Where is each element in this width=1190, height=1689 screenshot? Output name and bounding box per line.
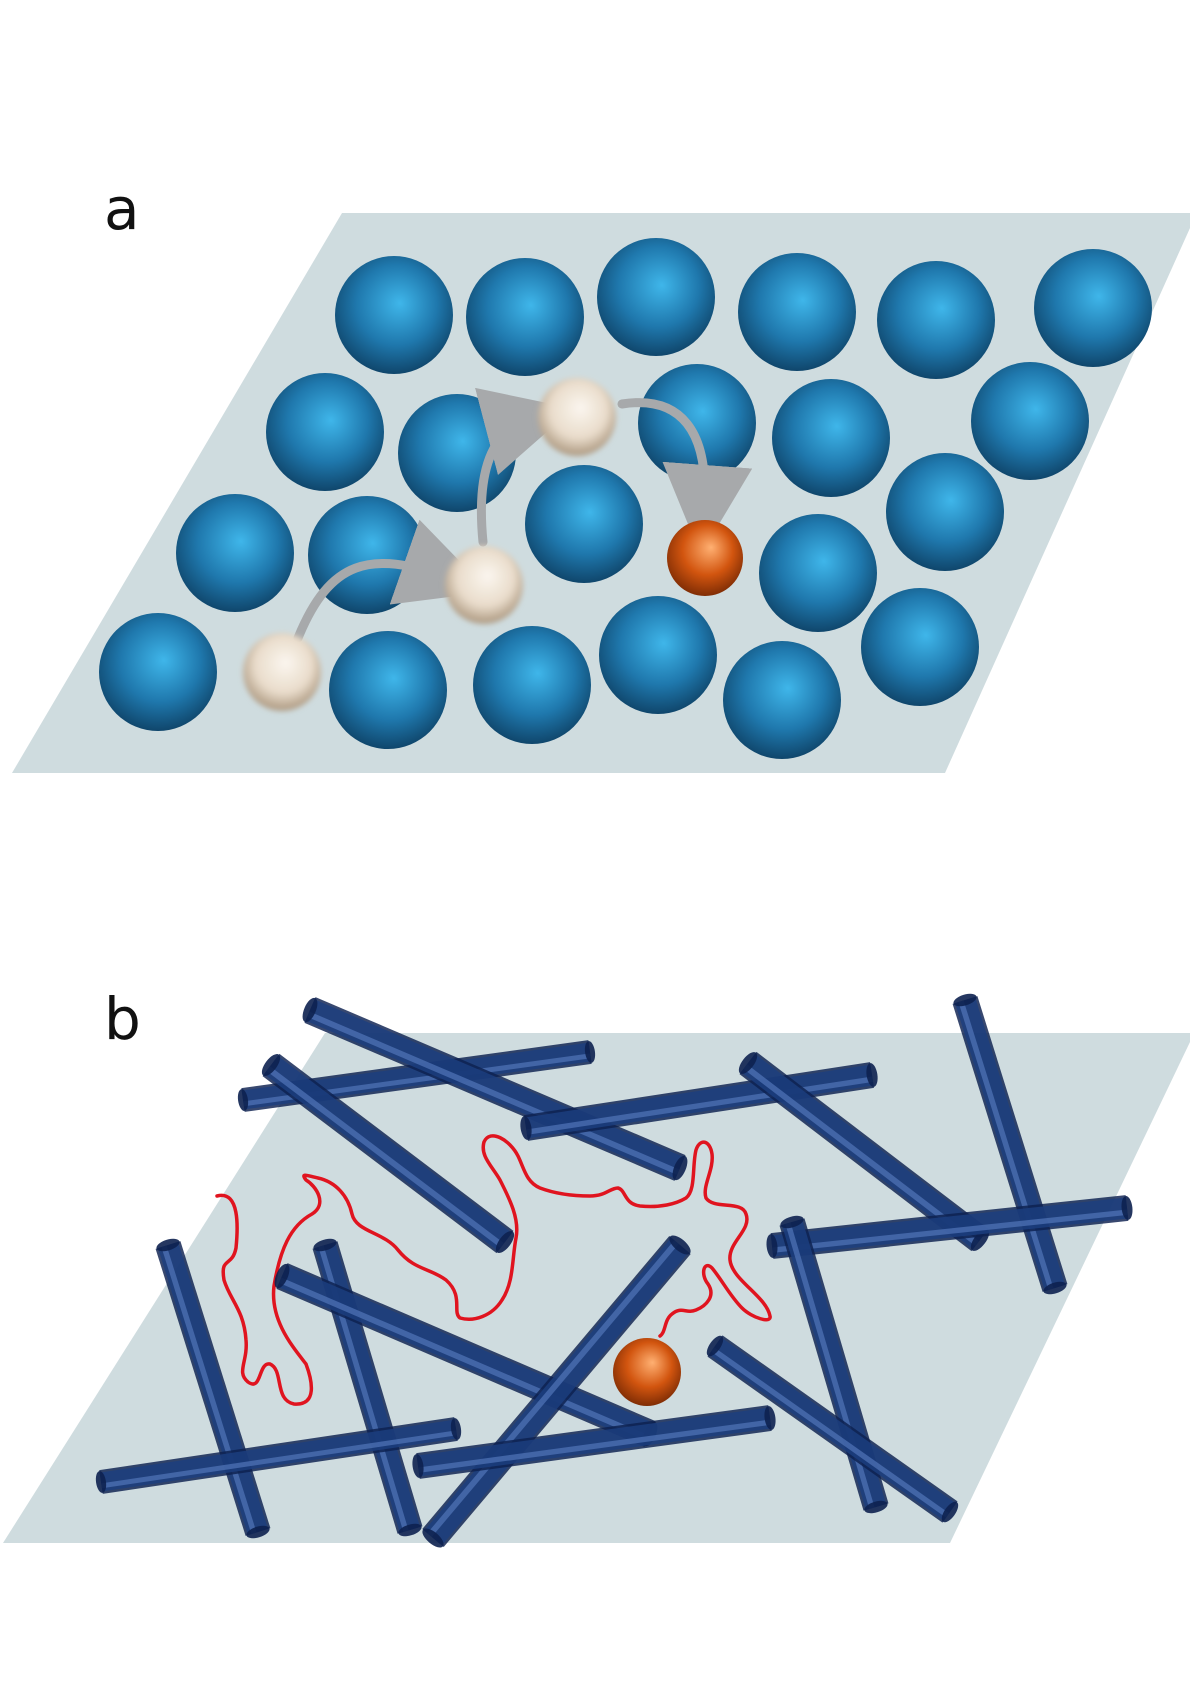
final-particle [667,520,743,596]
lattice-atom [473,626,591,744]
rod [738,1051,990,1252]
panel-a-label: a [104,175,140,243]
polymer-chain [215,1134,772,1406]
lattice-atom [723,641,841,759]
rod [766,1195,1133,1259]
lattice-atom [335,256,453,374]
hopping-particles [243,378,616,711]
rod [422,1235,691,1548]
hopping-particle [243,633,321,711]
lattice-atom [759,514,877,632]
lattice-atom [176,494,294,612]
lattice-atom [525,465,643,583]
lattice-atom [1034,249,1152,367]
rods [95,993,1133,1548]
rod [412,1405,776,1479]
lattice-atom [738,253,856,371]
rod [95,1417,462,1494]
rod [261,1053,515,1254]
tracer-particle [613,1338,681,1406]
hop-arrow-icon [617,398,753,555]
lattice-atom [971,362,1089,480]
hop-arrows [293,387,753,643]
rod [155,1238,271,1539]
panel-b [3,993,1190,1548]
rod [706,1335,959,1523]
lattice-atom [772,379,890,497]
rod [952,993,1068,1295]
lattice-atom [886,453,1004,571]
hop-arrow-icon [475,387,574,547]
hop-arrow-icon [293,519,490,643]
lattice-atom [861,588,979,706]
hopping-particle [445,546,523,624]
rod [302,997,688,1181]
lattice-atom [597,238,715,356]
panel-b-label: b [104,985,141,1053]
hopping-particle [538,378,616,456]
lattice-atom [266,373,384,491]
panel-a [12,213,1190,773]
lattice-atom [466,258,584,376]
lattice-atom [398,394,516,512]
lattice-atom [99,613,217,731]
lattice-atom [329,631,447,749]
lattice-atom [599,596,717,714]
lattice-atom [877,261,995,379]
rod [520,1062,878,1141]
lattice-atoms [99,238,1152,759]
rod [274,1263,658,1447]
lattice-atom [638,364,756,482]
